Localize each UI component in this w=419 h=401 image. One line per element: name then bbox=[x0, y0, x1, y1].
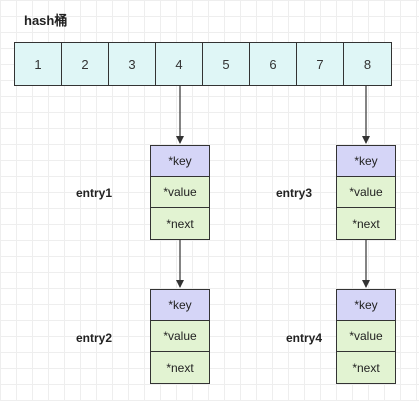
bucket-cell: 2 bbox=[62, 43, 109, 85]
entry-key-field: *key bbox=[337, 146, 395, 177]
entry2-label: entry2 bbox=[76, 331, 113, 345]
hash-bucket-array: 1 2 3 4 5 6 7 8 bbox=[14, 42, 392, 86]
entry-key-field: *key bbox=[151, 146, 209, 177]
bucket-cell: 4 bbox=[156, 43, 203, 85]
bucket-cell: 8 bbox=[363, 56, 372, 72]
entry-next-field: *next bbox=[151, 208, 209, 239]
bucket-cell: 7 bbox=[297, 43, 344, 85]
entry2-node: *key *value *next bbox=[150, 289, 210, 384]
bucket-cell: 1 bbox=[15, 43, 62, 85]
entry1-node: *key *value *next bbox=[150, 145, 210, 240]
entry3-label: entry3 bbox=[276, 186, 313, 200]
bucket-cell: 3 bbox=[109, 43, 156, 85]
entry-next-field: *next bbox=[151, 352, 209, 383]
diagram-title: hash桶 bbox=[24, 13, 68, 28]
entry-value-field: *value bbox=[337, 177, 395, 208]
entry-value-field: *value bbox=[151, 177, 209, 208]
entry4-label: entry4 bbox=[286, 331, 323, 345]
entry-next-field: *next bbox=[337, 352, 395, 383]
entry-key-field: *key bbox=[337, 290, 395, 321]
entry4-node: *key *value *next bbox=[336, 289, 396, 384]
entry1-label: entry1 bbox=[76, 186, 113, 200]
entry-value-field: *value bbox=[337, 321, 395, 352]
bucket-cell: 6 bbox=[250, 43, 297, 85]
entry-value-field: *value bbox=[151, 321, 209, 352]
bucket-cell: 5 bbox=[203, 43, 250, 85]
entry3-node: *key *value *next bbox=[336, 145, 396, 240]
entry-key-field: *key bbox=[151, 290, 209, 321]
entry-next-field: *next bbox=[337, 208, 395, 239]
